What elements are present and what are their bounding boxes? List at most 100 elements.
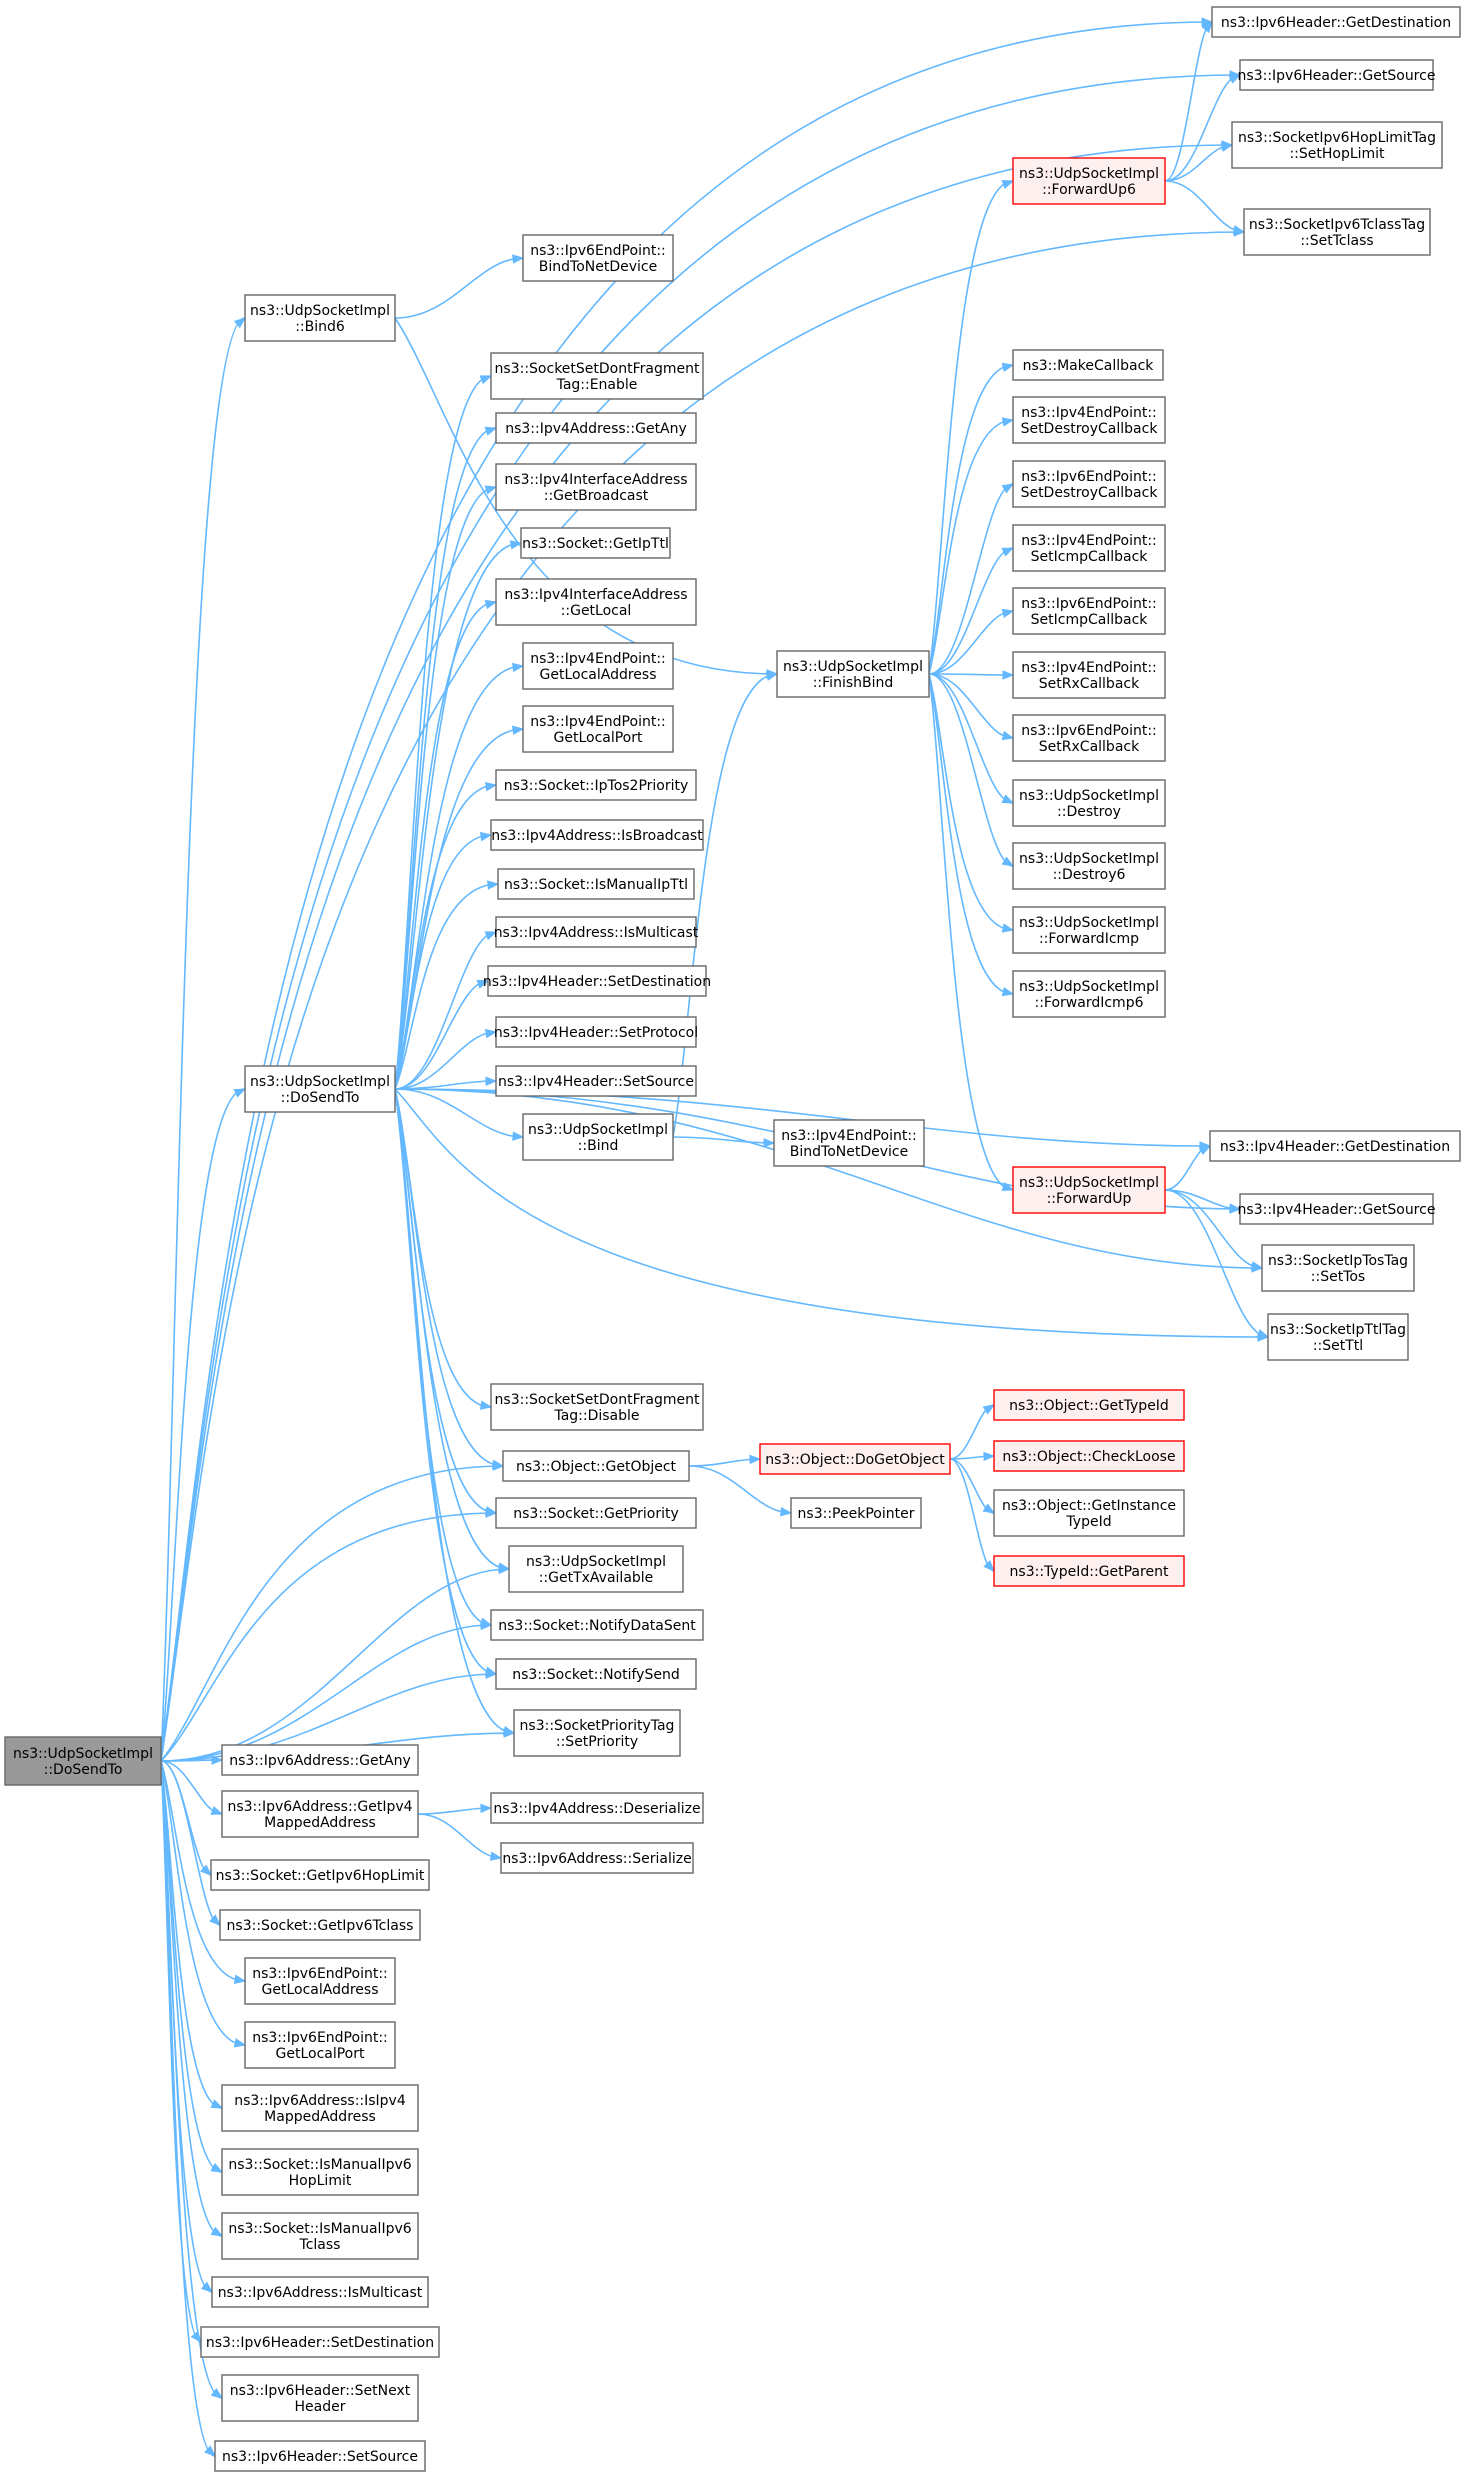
- graph-node-ipv6addr-serialize[interactable]: ns3::Ipv6Address::Serialize: [500, 1842, 694, 1874]
- graph-node-ipv4addr-getany[interactable]: ns3::Ipv4Address::GetAny: [495, 412, 697, 444]
- graph-node-iptos-tag[interactable]: ns3::SocketIpTosTag::SetTos: [1261, 1244, 1415, 1292]
- graph-node-ipv6ep-bindnet[interactable]: ns3::Ipv6EndPoint::BindToNetDevice: [522, 234, 674, 282]
- graph-node-box: [244, 2021, 396, 2069]
- graph-node-ipv4if-getbroadcast[interactable]: ns3::Ipv4InterfaceAddress::GetBroadcast: [495, 463, 697, 511]
- graph-node-socket-getipv6tclass[interactable]: ns3::Socket::GetIpv6Tclass: [219, 1909, 421, 1941]
- call-edge: [394, 375, 492, 1090]
- call-edge: [394, 784, 497, 1090]
- graph-node-box: [219, 1909, 421, 1941]
- graph-node-destroy6[interactable]: ns3::UdpSocketImpl::Destroy6: [1012, 842, 1166, 890]
- graph-node-ipv6addr-getany[interactable]: ns3::Ipv6Address::GetAny: [221, 1744, 419, 1776]
- graph-node-ipv4ep-setdestroy[interactable]: ns3::Ipv4EndPoint::SetDestroyCallback: [1012, 396, 1166, 444]
- graph-node-ipv4hdr-getsrc[interactable]: ns3::Ipv4Header::GetSource: [1238, 1193, 1436, 1225]
- graph-node-socket-ismanualipttl[interactable]: ns3::Socket::IsManualIpTtl: [497, 868, 695, 900]
- graph-node-forwardup6[interactable]: ns3::UdpSocketImpl::ForwardUp6: [1012, 157, 1166, 205]
- graph-node-box: [244, 294, 396, 342]
- graph-node-ipv4addr-ismulticast[interactable]: ns3::Ipv4Address::IsMulticast: [494, 916, 699, 948]
- graph-node-ipv4addr-deserialize[interactable]: ns3::Ipv4Address::Deserialize: [490, 1792, 704, 1824]
- graph-node-ipv4addr-isbroadcast[interactable]: ns3::Ipv4Address::IsBroadcast: [490, 819, 704, 851]
- graph-node-iptos2priority[interactable]: ns3::Socket::IpTos2Priority: [495, 769, 697, 801]
- graph-node-ipv4ep-seticmp[interactable]: ns3::Ipv4EndPoint::SetIcmpCallback: [1012, 524, 1166, 572]
- graph-node-socket-getipttl[interactable]: ns3::Socket::GetIpTtl: [520, 527, 671, 559]
- graph-node-destroy[interactable]: ns3::UdpSocketImpl::Destroy: [1012, 779, 1166, 827]
- graph-node-label: ns3::Ipv6Header::GetSource: [1238, 68, 1436, 84]
- graph-node-peekpointer[interactable]: ns3::PeekPointer: [790, 1497, 922, 1529]
- graph-node-forwardup[interactable]: ns3::UdpSocketImpl::ForwardUp: [1012, 1166, 1166, 1214]
- graph-node-forwardicmp[interactable]: ns3::UdpSocketImpl::ForwardIcmp: [1012, 906, 1166, 954]
- graph-node-box: [4, 1736, 162, 1786]
- graph-node-bind6[interactable]: ns3::UdpSocketImpl::Bind6: [244, 294, 396, 342]
- graph-node-socket-getpriority[interactable]: ns3::Socket::GetPriority: [495, 1497, 697, 1529]
- graph-node-label: ns3::Object::GetInstance: [1002, 1498, 1176, 1514]
- graph-node-ipv6ep-setrx[interactable]: ns3::Ipv6EndPoint::SetRxCallback: [1012, 714, 1166, 762]
- graph-node-makecallback[interactable]: ns3::MakeCallback: [1012, 349, 1164, 381]
- graph-node-dogetobject[interactable]: ns3::Object::DoGetObject: [759, 1443, 951, 1475]
- graph-node-label: ns3::Object::GetTypeId: [1009, 1398, 1169, 1414]
- graph-node-ipv4hdr-setsrc[interactable]: ns3::Ipv4Header::SetSource: [495, 1065, 697, 1097]
- graph-node-ipv6ep-getlocaladdr[interactable]: ns3::Ipv6EndPoint::GetLocalAddress: [244, 1957, 396, 2005]
- graph-node-label: ::SetTtl: [1313, 1338, 1363, 1354]
- graph-node-gettxavailable[interactable]: ns3::UdpSocketImpl::GetTxAvailable: [508, 1545, 684, 1593]
- graph-node-label: ns3::UdpSocketImpl: [13, 1746, 153, 1762]
- graph-node-ipv4ep-getlocalport[interactable]: ns3::Ipv4EndPoint::GetLocalPort: [522, 705, 674, 753]
- graph-node-ipv6hdr-setsrc[interactable]: ns3::Ipv6Header::SetSource: [214, 2440, 426, 2472]
- graph-node-label: HopLimit: [289, 2173, 352, 2189]
- graph-node-ipv4ep-setrx[interactable]: ns3::Ipv4EndPoint::SetRxCallback: [1012, 651, 1166, 699]
- graph-node-gettypeid[interactable]: ns3::Object::GetTypeId: [993, 1389, 1185, 1421]
- graph-node-ipv6-getsrc-top[interactable]: ns3::Ipv6Header::GetSource: [1238, 59, 1436, 91]
- graph-node-label: ns3::PeekPointer: [798, 1506, 915, 1522]
- graph-node-label: ns3::UdpSocketImpl: [250, 303, 390, 319]
- graph-node-ipv6hdr-setdest[interactable]: ns3::Ipv6Header::SetDestination: [200, 2326, 440, 2358]
- graph-node-dosendto4[interactable]: ns3::UdpSocketImpl::DoSendTo: [244, 1065, 396, 1113]
- graph-node-ipv6ep-seticmp[interactable]: ns3::Ipv6EndPoint::SetIcmpCallback: [1012, 587, 1166, 635]
- call-edge-arrowhead: [512, 725, 525, 735]
- graph-node-socket-getipv6hoplimit[interactable]: ns3::Socket::GetIpv6HopLimit: [210, 1859, 430, 1891]
- graph-node-ipv4ep-bindnet[interactable]: ns3::Ipv4EndPoint::BindToNetDevice: [773, 1119, 925, 1167]
- graph-node-label: ns3::Ipv6Address::IsIpv4: [234, 2093, 406, 2109]
- graph-node-forwardicmp6[interactable]: ns3::UdpSocketImpl::ForwardIcmp6: [1012, 970, 1166, 1018]
- call-edge-arrowhead: [1228, 74, 1242, 84]
- graph-node-box: [221, 2148, 419, 2196]
- graph-node-tclass-tag[interactable]: ns3::SocketIpv6TclassTag::SetTclass: [1243, 208, 1431, 256]
- call-edge-arrowhead: [749, 1454, 762, 1465]
- graph-node-ipttl-tag[interactable]: ns3::SocketIpTtlTag::SetTtl: [1267, 1313, 1409, 1361]
- graph-node-getobject[interactable]: ns3::Object::GetObject: [502, 1450, 690, 1482]
- graph-node-label: ns3::SocketPriorityTag: [520, 1718, 675, 1734]
- graph-node-box: [1012, 970, 1166, 1018]
- graph-node-finishbind[interactable]: ns3::UdpSocketImpl::FinishBind: [776, 650, 930, 698]
- graph-node-ipv4hdr-setproto[interactable]: ns3::Ipv4Header::SetProtocol: [494, 1016, 698, 1048]
- graph-node-ipv4hdr-getdest[interactable]: ns3::Ipv4Header::GetDestination: [1209, 1130, 1461, 1162]
- graph-node-root[interactable]: ns3::UdpSocketImpl::DoSendTo: [4, 1736, 162, 1786]
- graph-node-ipv6addr-ismulticast[interactable]: ns3::Ipv6Address::IsMulticast: [211, 2276, 429, 2308]
- graph-node-ipv6ep-setdestroy[interactable]: ns3::Ipv6EndPoint::SetDestroyCallback: [1012, 460, 1166, 508]
- call-edge: [949, 1458, 995, 1572]
- graph-node-notifydatasent[interactable]: ns3::Socket::NotifyDataSent: [490, 1609, 704, 1641]
- graph-node-priority-tag[interactable]: ns3::SocketPriorityTag::SetPriority: [513, 1709, 681, 1757]
- graph-node-notifysend[interactable]: ns3::Socket::NotifySend: [495, 1658, 697, 1690]
- graph-node-ipv6ep-getlocalport[interactable]: ns3::Ipv6EndPoint::GetLocalPort: [244, 2021, 396, 2069]
- graph-node-ipv4if-getlocal[interactable]: ns3::Ipv4InterfaceAddress::GetLocal: [495, 578, 697, 626]
- graph-node-label: ns3::Ipv6EndPoint::: [252, 2030, 388, 2046]
- graph-node-label: ns3::Ipv4EndPoint::: [1021, 533, 1157, 549]
- call-edge-arrowhead: [512, 1131, 525, 1141]
- graph-node-bind[interactable]: ns3::UdpSocketImpl::Bind: [522, 1113, 674, 1161]
- graph-node-ipv4hdr-setdest[interactable]: ns3::Ipv4Header::SetDestination: [483, 965, 711, 997]
- graph-node-checkloose[interactable]: ns3::Object::CheckLoose: [993, 1440, 1185, 1472]
- graph-node-typeid-getparent[interactable]: ns3::TypeId::GetParent: [993, 1555, 1185, 1587]
- graph-node-label: ns3::SocketIpv6HopLimitTag: [1238, 130, 1436, 146]
- call-edge: [160, 1760, 223, 2399]
- call-edge: [394, 980, 489, 1090]
- graph-node-ipv4ep-getlocaladdr[interactable]: ns3::Ipv4EndPoint::GetLocalAddress: [522, 642, 674, 690]
- graph-node-box: [1012, 460, 1166, 508]
- graph-node-ipv6-getdest-top[interactable]: ns3::Ipv6Header::GetDestination: [1211, 6, 1461, 38]
- call-edge-arrowhead: [982, 1404, 996, 1415]
- graph-node-hoplimit-tag[interactable]: ns3::SocketIpv6HopLimitTag::SetHopLimit: [1231, 121, 1443, 169]
